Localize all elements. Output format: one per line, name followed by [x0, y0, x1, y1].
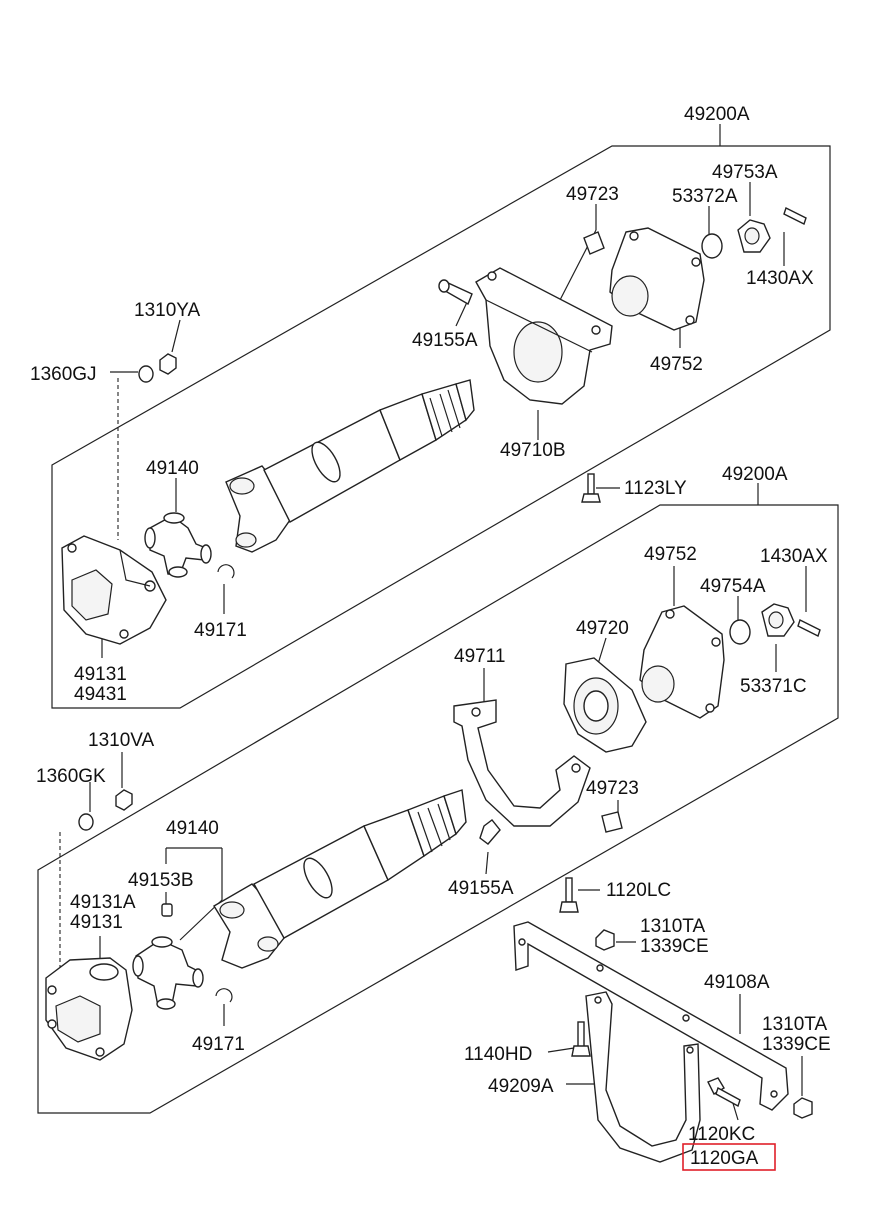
label-53371c: 53371C: [740, 676, 807, 697]
bolt-49155a-lower: [479, 819, 501, 845]
bolt-1140hd: [571, 1021, 591, 1057]
part-labels: 49200A 49753A 49723 53372A 1430AX 1310YA…: [30, 104, 831, 1171]
flange-yoke-upper: [61, 535, 167, 645]
label-49200a-upper: 49200A: [684, 104, 750, 125]
propeller-shaft-upper: [225, 379, 475, 553]
snap-ring-upper: [217, 564, 235, 579]
universal-joint-lower: [132, 936, 204, 1010]
label-49752-upper: 49752: [650, 354, 703, 375]
label-1430ax-upper: 1430AX: [746, 268, 814, 289]
label-49753a: 49753A: [712, 162, 778, 183]
stud-49723-upper: [583, 231, 605, 255]
label-49723-upper: 49723: [566, 184, 619, 205]
label-49200a-lower: 49200A: [722, 464, 788, 485]
nut-53371c: [761, 603, 795, 637]
label-1310ya: 1310YA: [134, 300, 201, 321]
bolt-1120lc: [559, 877, 579, 913]
label-1120lc: 1120LC: [606, 880, 671, 901]
flange-yoke-lower: [45, 957, 133, 1061]
label-1310va: 1310VA: [88, 730, 155, 751]
label-1360gk: 1360GK: [36, 766, 106, 787]
label-49720: 49720: [576, 618, 629, 639]
label-1360gj: 1360GJ: [30, 364, 97, 385]
leader-lines-lower: [59, 483, 807, 1121]
label-1310ta-lower: 1310TA: [762, 1014, 827, 1035]
label-1120ga[interactable]: 1120GA: [690, 1148, 759, 1169]
companion-flange-upper: [609, 227, 705, 331]
label-49171-lower: 49171: [192, 1034, 245, 1055]
label-1123ly: 1123LY: [624, 478, 687, 499]
label-49431: 49431: [74, 684, 127, 705]
pin-1430ax-lower: [797, 619, 821, 637]
companion-flange-lower: [639, 605, 725, 719]
label-1430ax-lower: 1430AX: [760, 546, 828, 567]
grease-nipple-49153b: [161, 903, 173, 917]
washer-1360gj: [138, 365, 154, 383]
label-49108a: 49108A: [704, 972, 770, 993]
label-49140-lower: 49140: [166, 818, 219, 839]
label-49171-upper: 49171: [194, 620, 247, 641]
label-1339ce-upper: 1339CE: [640, 936, 709, 957]
label-49711: 49711: [454, 646, 505, 667]
label-49155a-lower: 49155A: [448, 878, 514, 899]
label-49723-lower: 49723: [586, 778, 639, 799]
highlight-box-1120ga: [682, 1143, 776, 1171]
bolt-49155a-upper: [438, 279, 473, 306]
nut-1310ta-upper: [595, 929, 615, 951]
propeller-shaft-lower: [213, 789, 467, 969]
strap-49209a: [585, 991, 701, 1163]
label-49710b: 49710B: [500, 440, 566, 461]
label-49754a: 49754A: [700, 576, 766, 597]
nut-1310ya: [159, 353, 177, 375]
washer-53372a: [701, 233, 723, 259]
snap-ring-lower: [215, 988, 233, 1003]
bearing-bracket-49710b: [475, 267, 613, 405]
nut-1310va: [115, 789, 133, 811]
label-1310ta-upper: 1310TA: [640, 916, 705, 937]
label-49131-lower: 49131: [70, 912, 123, 933]
universal-joint-upper: [144, 512, 212, 578]
label-49131-upper: 49131: [74, 664, 127, 685]
label-49209a: 49209A: [488, 1076, 554, 1097]
bolt-1120kc: [707, 1077, 741, 1108]
label-49131a: 49131A: [70, 892, 136, 913]
washer-49754a: [729, 619, 751, 645]
nut-1310ta-lower: [793, 1097, 813, 1119]
bearing-bracket-49711: [453, 699, 591, 827]
label-1140hd: 1140HD: [464, 1044, 532, 1065]
stud-49723-lower: [601, 811, 623, 833]
upper-assembly-frame: [51, 145, 831, 709]
label-1339ce-lower: 1339CE: [762, 1034, 831, 1055]
label-53372a: 53372A: [672, 186, 738, 207]
center-bearing-49720: [563, 657, 647, 753]
pin-1430ax-upper: [783, 207, 807, 225]
lower-assembly-frame: [37, 504, 839, 1114]
label-49153b: 49153B: [128, 870, 194, 891]
bolt-1123ly: [581, 473, 601, 503]
washer-1360gk: [78, 813, 94, 831]
label-49140-upper: 49140: [146, 458, 199, 479]
crossmember-49108a: [513, 921, 789, 1111]
label-1120kc: 1120KC: [688, 1124, 755, 1145]
label-49155a-upper: 49155A: [412, 330, 478, 351]
label-49752-lower: 49752: [644, 544, 697, 565]
lock-nut-49753a: [737, 219, 771, 253]
